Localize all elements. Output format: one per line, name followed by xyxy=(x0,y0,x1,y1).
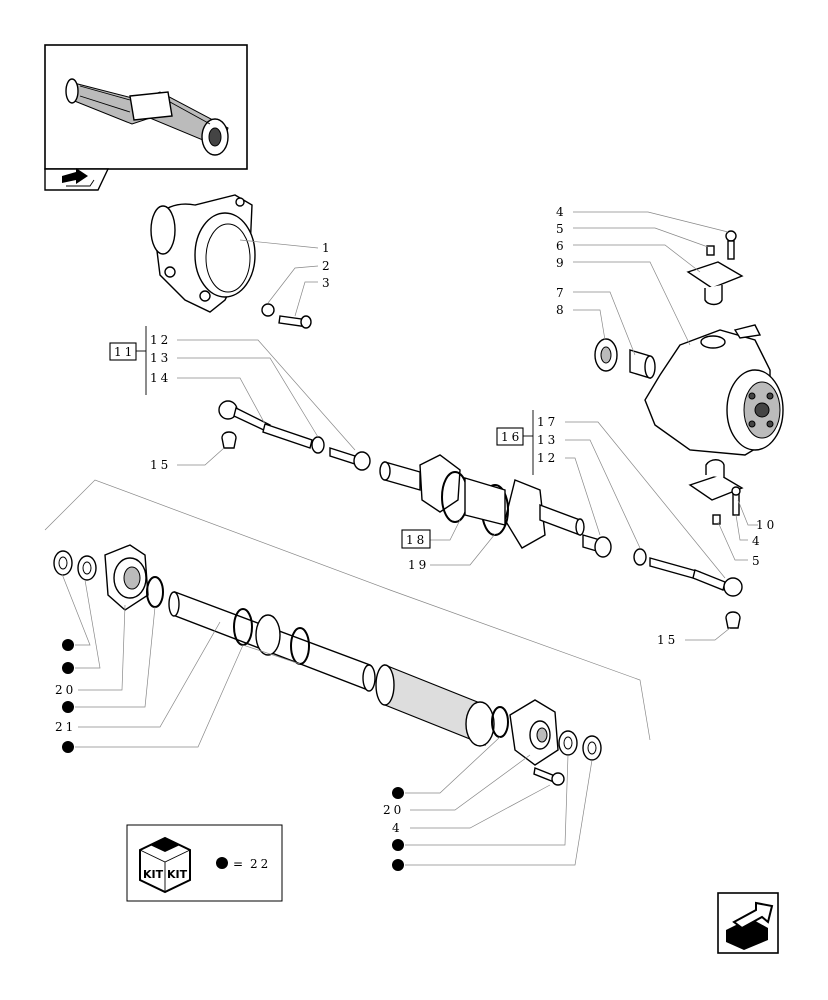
part-19-seal-rings xyxy=(441,471,509,536)
callout-20: 20 xyxy=(55,683,76,697)
part-6-kingpin-cap xyxy=(686,261,744,306)
kit-bullet xyxy=(62,701,74,713)
page-nav-icon xyxy=(62,168,95,187)
callout-labels: 1 2 3 4 5 6 9 7 8 12 13 14 15 17 13 12 1… xyxy=(55,205,777,835)
thumbnail-panel[interactable] xyxy=(44,44,248,191)
callout-19: 19 xyxy=(408,558,429,572)
svg-text:16: 16 xyxy=(501,430,522,444)
callout-4: 4 xyxy=(392,821,403,835)
svg-text:KIT: KIT xyxy=(167,868,188,881)
next-page-arrow-icon[interactable] xyxy=(717,892,779,954)
part-15-boot-right xyxy=(725,611,741,629)
kit-legend-equals: = xyxy=(233,857,246,871)
lower-seal-right xyxy=(558,730,602,761)
callout-12: 12 xyxy=(537,451,558,465)
kit-legend-bullet xyxy=(216,857,228,869)
callout-9: 9 xyxy=(556,256,567,270)
kit-bullet xyxy=(392,839,404,851)
axle-assembly-thumbnail xyxy=(65,78,229,156)
kit-bullet xyxy=(62,662,74,674)
kit-bullet xyxy=(62,639,74,651)
callout-7: 7 xyxy=(556,286,567,300)
callout-10: 10 xyxy=(756,518,777,532)
callout-4: 4 xyxy=(752,534,763,548)
part-4-bolt xyxy=(725,230,737,260)
group-callout-16: 16 xyxy=(496,410,534,475)
part-1-housing xyxy=(150,194,256,313)
part-3-bolt xyxy=(278,315,312,329)
kit-bullet xyxy=(392,787,404,799)
part-21-pin xyxy=(168,591,376,692)
callout-6: 6 xyxy=(556,239,567,253)
lower-seal-left xyxy=(53,550,97,581)
part-14-tie-rod-end-left xyxy=(218,400,313,449)
callout-8: 8 xyxy=(556,303,567,317)
part-13-nut-right xyxy=(633,548,647,566)
group-callout-18: 18 xyxy=(401,529,431,549)
part-10-lower-kingpin xyxy=(688,459,744,525)
kit-legend-value: 22 xyxy=(250,857,271,871)
callout-21: 21 xyxy=(55,720,76,734)
part-7-bushing xyxy=(629,349,656,379)
callout-17: 17 xyxy=(537,415,558,429)
callout-14: 14 xyxy=(150,371,171,385)
svg-text:11: 11 xyxy=(114,345,135,359)
callout-2: 2 xyxy=(322,259,333,273)
part-9-steering-knuckle xyxy=(644,324,784,456)
part-18-axle-pivot xyxy=(379,454,585,549)
svg-text:KIT: KIT xyxy=(143,868,164,881)
part-13-nut-left xyxy=(311,436,325,454)
callout-13: 13 xyxy=(537,433,558,447)
part-2-nut xyxy=(261,303,275,317)
part-20-flange-left xyxy=(104,544,149,611)
part-15-boot-left xyxy=(221,431,237,449)
callout-20: 20 xyxy=(383,803,404,817)
kit-box-icon: KIT KIT xyxy=(139,836,191,894)
subgroup-outline xyxy=(44,479,651,741)
callout-13: 13 xyxy=(150,351,171,365)
kit-legend: KIT KIT = 22 xyxy=(126,824,283,902)
callout-3: 3 xyxy=(322,276,333,290)
group-callout-11: 11 xyxy=(109,326,147,395)
part-17-tie-rod-end-right xyxy=(649,557,743,597)
part-4-bolt-lower xyxy=(533,767,565,786)
callout-15: 15 xyxy=(150,458,171,472)
part-8-seal xyxy=(594,338,618,372)
svg-text:18: 18 xyxy=(406,533,427,547)
kit-bullet xyxy=(392,859,404,871)
kit-bullet xyxy=(62,741,74,753)
part-5-grease-nipple xyxy=(706,245,715,256)
callout-15: 15 xyxy=(657,633,678,647)
part-12-adjuster-right xyxy=(582,534,612,558)
callout-5: 5 xyxy=(752,554,763,568)
callout-12: 12 xyxy=(150,333,171,347)
callout-4: 4 xyxy=(556,205,567,219)
part-12-adjuster-left xyxy=(329,447,371,471)
part-20-flange-right xyxy=(509,699,559,766)
callout-1: 1 xyxy=(322,241,333,255)
kit-markers xyxy=(62,639,404,871)
bushing-sleeve xyxy=(375,664,495,747)
o-ring-left xyxy=(146,576,164,608)
callout-5: 5 xyxy=(556,222,567,236)
